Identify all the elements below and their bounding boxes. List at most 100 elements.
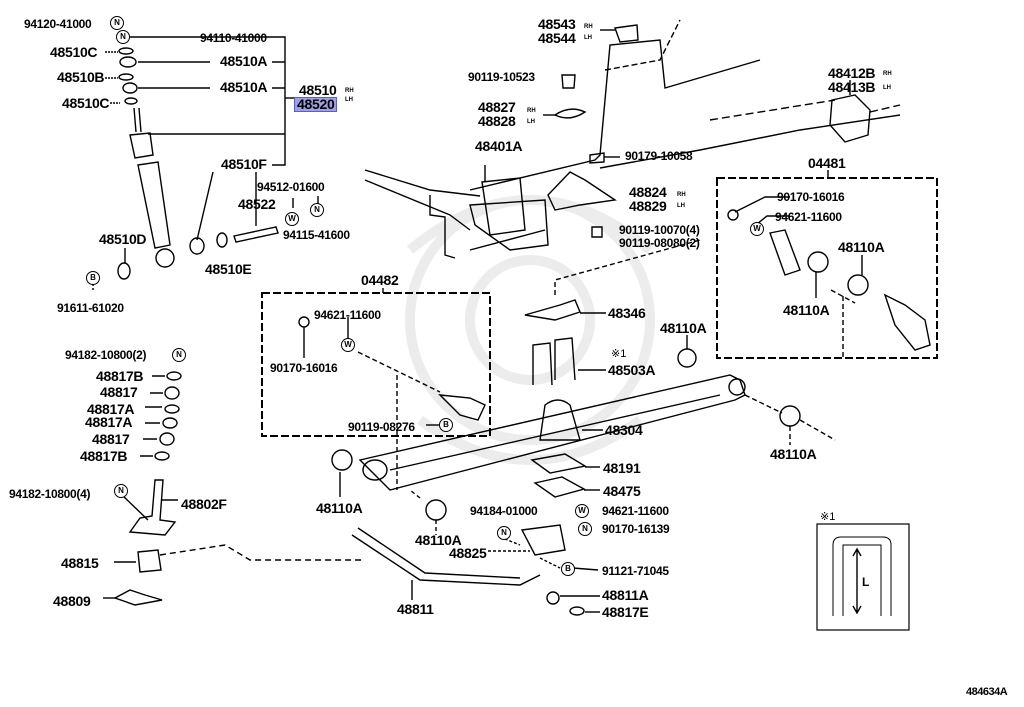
washer-48510D-icon: [117, 262, 131, 280]
nut-90179-icon: [589, 152, 605, 164]
part-label[interactable]: 90170-16016: [270, 361, 338, 375]
part-label-highlighted[interactable]: 48520: [293, 96, 338, 112]
kit-label[interactable]: 04481: [808, 155, 846, 171]
nut-symbol-icon: N: [497, 526, 511, 540]
bushing-48510E-icon: [189, 237, 205, 255]
part-label[interactable]: 48110A: [660, 320, 707, 336]
nut-symbol-icon: N: [116, 30, 130, 44]
stabilizer-link-48802F-icon: [128, 479, 177, 536]
part-label[interactable]: 90119-10070(4): [619, 223, 700, 237]
rh-suffix: RH: [584, 24, 593, 30]
part-label[interactable]: 48475: [603, 483, 641, 499]
part-label[interactable]: 48510D: [99, 231, 147, 247]
part-label[interactable]: 48510A: [220, 53, 268, 69]
u-bolt-length-icon: [832, 536, 892, 616]
part-label[interactable]: 48110A: [770, 446, 817, 462]
part-label[interactable]: 94184-01000: [470, 504, 538, 518]
part-label[interactable]: 91121-71045: [602, 564, 669, 578]
part-label[interactable]: 94621-11600: [775, 210, 842, 224]
part-label[interactable]: 48811A: [602, 587, 649, 603]
part-label[interactable]: 48817B: [96, 368, 144, 384]
part-label[interactable]: 48827: [478, 99, 516, 115]
u-bolt-48503A-icon: [532, 337, 576, 386]
rh-suffix: RH: [677, 192, 686, 198]
part-label[interactable]: 90179-10058: [625, 149, 693, 163]
part-label[interactable]: 94512-01600: [257, 180, 325, 194]
nut-symbol-icon: N: [114, 484, 128, 498]
part-label[interactable]: 48413B: [828, 79, 876, 95]
part-label[interactable]: 94621-11600: [314, 308, 381, 322]
part-label[interactable]: 48824: [629, 184, 667, 200]
part-label[interactable]: 48110A: [316, 500, 363, 516]
plate-48475-icon: [533, 476, 586, 498]
cushion-48815-icon: [137, 549, 162, 573]
part-label[interactable]: 48304: [605, 422, 643, 438]
part-label[interactable]: 48522: [238, 196, 276, 212]
part-label[interactable]: 48817B: [80, 448, 128, 464]
part-label[interactable]: 90170-16139: [602, 522, 670, 536]
part-label[interactable]: 48110A: [838, 239, 885, 255]
spring-hanger-48401A-icon: [469, 165, 549, 251]
part-label[interactable]: 94110-41000: [200, 31, 267, 45]
washer-symbol-icon: W: [750, 222, 764, 236]
part-label[interactable]: 94182-10800(2): [65, 348, 147, 362]
part-label[interactable]: 48346: [608, 305, 646, 321]
bracket-48346-icon: [524, 299, 581, 321]
part-label[interactable]: 48544: [538, 30, 576, 46]
part-label[interactable]: 48510B: [57, 69, 105, 85]
part-label[interactable]: 48110A: [415, 532, 462, 548]
part-label[interactable]: 91611-61020: [57, 301, 124, 315]
bolt-90119-10070-icon: [591, 226, 603, 238]
collar-48817E-icon: [569, 606, 585, 616]
washer-symbol-icon: W: [575, 504, 589, 518]
part-label[interactable]: 48510C: [50, 44, 98, 60]
kit-04481-box: [716, 177, 938, 359]
part-label[interactable]: 48412B: [828, 65, 876, 81]
part-label[interactable]: 48809: [53, 593, 91, 609]
part-label[interactable]: 48817E: [602, 604, 649, 620]
part-label[interactable]: 48110A: [783, 302, 830, 318]
part-label[interactable]: 48510A: [220, 79, 268, 95]
part-label[interactable]: 94115-41600: [283, 228, 350, 242]
stabilizer-bar-48811-icon: [351, 527, 541, 586]
shackle-plate-icon: [769, 229, 801, 276]
part-label[interactable]: 48510C: [62, 95, 110, 111]
part-label[interactable]: 94182-10800(4): [9, 487, 91, 501]
washer-48510E-icon: [216, 232, 228, 248]
bolt-90119-10523-icon: [561, 74, 576, 89]
shackle-bracket-48412B-icon: [829, 94, 871, 143]
part-label[interactable]: 48802F: [181, 496, 227, 512]
part-label[interactable]: 48817: [100, 384, 138, 400]
lh-suffix: LH: [883, 85, 891, 91]
bushing-48110A-mid-icon: [677, 348, 697, 368]
part-label[interactable]: 48829: [629, 198, 667, 214]
part-label[interactable]: 90119-10523: [468, 70, 535, 84]
part-label[interactable]: 48825: [449, 545, 487, 561]
part-label[interactable]: 90119-08080(2): [619, 236, 700, 250]
part-label[interactable]: 94120-41000: [24, 17, 92, 31]
part-label[interactable]: 90119-08276: [348, 420, 415, 434]
part-label[interactable]: 48811: [397, 601, 434, 617]
shackle-pin-k2-icon: [438, 394, 486, 421]
part-label[interactable]: 48543: [538, 16, 576, 32]
part-label[interactable]: 94621-11600: [602, 504, 669, 518]
shackle-pin-icon: [883, 293, 931, 351]
stabilizer-bracket-48825-icon: [520, 524, 566, 556]
part-label[interactable]: 90170-16016: [777, 190, 845, 204]
nut-symbol-icon: N: [578, 522, 592, 536]
u-bolt-length-inset-box: [816, 523, 910, 631]
part-label[interactable]: 48510: [299, 82, 337, 98]
part-label[interactable]: 48817A: [87, 401, 135, 417]
part-label[interactable]: 48510E: [205, 261, 252, 277]
inset-footnote-marker: ※1: [820, 511, 836, 523]
part-label[interactable]: 48401A: [475, 138, 523, 154]
part-label[interactable]: 48828: [478, 113, 516, 129]
part-label[interactable]: 48503A: [608, 362, 656, 378]
part-label[interactable]: 48817A: [85, 414, 133, 430]
part-label[interactable]: 48817: [92, 431, 130, 447]
part-label[interactable]: 48191: [603, 460, 641, 476]
part-label[interactable]: 48510F: [221, 156, 267, 172]
bracket-48543-icon: [614, 24, 639, 43]
part-label[interactable]: 48815: [61, 555, 99, 571]
kit-label[interactable]: 04482: [361, 272, 399, 288]
